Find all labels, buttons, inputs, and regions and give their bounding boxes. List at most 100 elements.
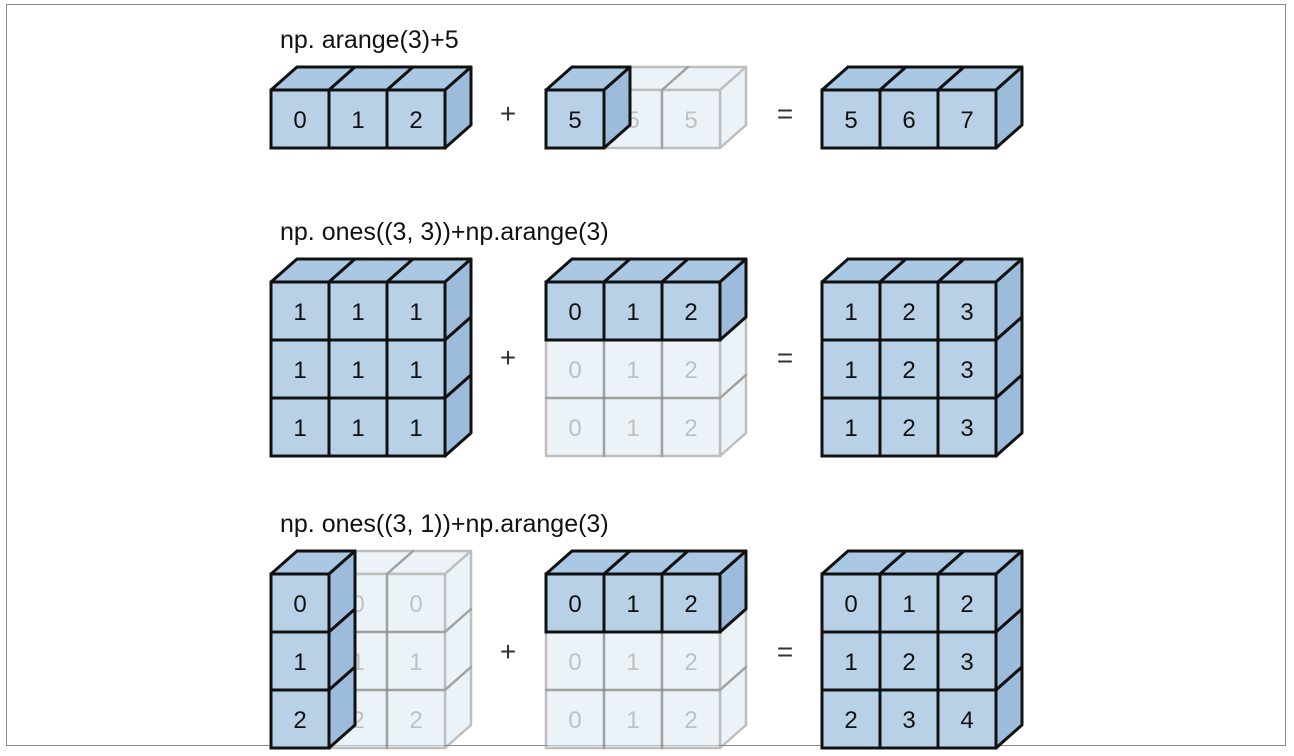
- cell-value: 2: [902, 299, 915, 326]
- cell-value: 2: [293, 707, 306, 734]
- row-3-op-1-cell-0-0: 0: [269, 549, 357, 634]
- row-1-op-2-cell-0-2: 5: [660, 65, 748, 150]
- row-3-op-2-cell-2-2: 2: [660, 665, 748, 750]
- cell-value: 1: [351, 357, 364, 384]
- cell-front-face: [660, 280, 722, 342]
- cell-value: 0: [293, 107, 306, 134]
- row-2-op-3-cell-1-2: 3: [936, 315, 1024, 400]
- cell-value: 1: [844, 415, 857, 442]
- row-2-op-3-cell-2-0: 1: [820, 396, 882, 458]
- cell-value: 1: [351, 107, 364, 134]
- cell-front-face: [936, 88, 998, 150]
- row-1-op-1-cell-0-2: 2: [385, 65, 473, 150]
- row-3-op-3-cell-2-2: 4: [936, 665, 1024, 750]
- row-3-op-3-cell-2-1: 3: [878, 688, 940, 750]
- row-3-op-3-cell-0-2: 2: [936, 549, 1024, 634]
- cell-value: 3: [960, 649, 973, 676]
- row-2-op-2-cell-1-2: 2: [660, 315, 748, 400]
- cell-front-face: [660, 88, 722, 150]
- row-2-op-1-cell-1-1: 1: [327, 338, 389, 400]
- cell-front-face: [878, 88, 940, 150]
- row-2-op-2-cell-2-1: 1: [602, 396, 664, 458]
- cell-value: 3: [960, 415, 973, 442]
- row-2-op-1-cell-0-1: 1: [327, 257, 415, 342]
- cell-front-face: [385, 280, 447, 342]
- cell-value: 4: [960, 707, 973, 734]
- cell-value: 2: [684, 591, 697, 618]
- cell-front-face: [602, 280, 664, 342]
- row-2-op-2-cell-2-2: 2: [660, 373, 748, 458]
- cell-value: 0: [568, 591, 581, 618]
- row-3-op-1-cell-2-0: 2: [269, 665, 357, 750]
- row-2-op-3-cell-1-1: 2: [878, 338, 940, 400]
- row-2-op-2-cell-1-1: 1: [602, 338, 664, 400]
- cell-value: 5: [844, 107, 857, 134]
- cell-front-face: [385, 688, 447, 750]
- row-3-op-1-cell-0-2: 0: [385, 549, 473, 634]
- cell-value: 6: [902, 107, 915, 134]
- cell-front-face: [820, 688, 882, 750]
- cell-front-face: [544, 88, 606, 150]
- cell-value: 1: [293, 299, 306, 326]
- cell-value: 1: [626, 415, 639, 442]
- cell-front-face: [878, 688, 940, 750]
- row-3-op-1-cell-2-2: 2: [385, 665, 473, 750]
- cell-front-face: [936, 396, 998, 458]
- cell-value: 1: [351, 415, 364, 442]
- row-2-op-1-cell-2-2: 1: [385, 373, 473, 458]
- cell-value: 1: [409, 415, 422, 442]
- cell-value: 1: [626, 707, 639, 734]
- cell-value: 1: [409, 649, 422, 676]
- cell-value: 1: [626, 649, 639, 676]
- row-3-plus-operator: +: [500, 636, 516, 667]
- row-2-op-3-cell-0-2: 3: [936, 257, 1024, 342]
- row-3-op-3-cell-0-0: 0: [820, 549, 908, 634]
- row-3-title: np. ones((3, 1))+np.arange(3): [280, 510, 609, 538]
- cell-value: 1: [844, 357, 857, 384]
- row-3-op-2-cell-0-1: 1: [602, 549, 690, 634]
- cell-value: 2: [902, 415, 915, 442]
- cell-front-face: [385, 396, 447, 458]
- cell-value: 2: [409, 107, 422, 134]
- row-2-op-2-cell-2-0: 0: [544, 396, 606, 458]
- cell-value: 0: [293, 591, 306, 618]
- row-2-op-3-cell-2-1: 2: [878, 396, 940, 458]
- row-1-title: np. arange(3)+5: [280, 26, 459, 54]
- cell-front-face: [820, 630, 882, 692]
- cell-front-face: [936, 688, 998, 750]
- row-2-op-2-cell-0-2: 2: [660, 257, 748, 342]
- cell-value: 1: [902, 591, 915, 618]
- cell-value: 2: [684, 357, 697, 384]
- cell-value: 3: [902, 707, 915, 734]
- row-2-equals-operator: =: [777, 342, 793, 373]
- row-2-op-1-cell-1-0: 1: [269, 338, 331, 400]
- cell-value: 2: [844, 707, 857, 734]
- row-2-op-3-cell-2-2: 3: [936, 373, 1024, 458]
- cell-front-face: [269, 396, 331, 458]
- cell-front-face: [660, 396, 722, 458]
- cell-value: 5: [684, 107, 697, 134]
- cell-front-face: [269, 688, 331, 750]
- cell-front-face: [327, 280, 389, 342]
- cell-value: 2: [684, 415, 697, 442]
- cell-value: 7: [960, 107, 973, 134]
- cell-value: 0: [568, 415, 581, 442]
- row-1-op-3-cell-0-0: 5: [820, 65, 908, 150]
- row-3-op-2-cell-0-0: 0: [544, 549, 632, 634]
- cell-value: 1: [351, 299, 364, 326]
- cell-front-face: [660, 688, 722, 750]
- cell-value: 0: [409, 591, 422, 618]
- cell-front-face: [602, 396, 664, 458]
- cell-value: 1: [844, 649, 857, 676]
- row-3-op-2-cell-2-1: 1: [602, 688, 664, 750]
- cell-front-face: [602, 572, 664, 634]
- cell-value: 1: [626, 591, 639, 618]
- cell-value: 0: [568, 649, 581, 676]
- row-2-op-1-cell-2-1: 1: [327, 396, 389, 458]
- cell-value: 2: [902, 649, 915, 676]
